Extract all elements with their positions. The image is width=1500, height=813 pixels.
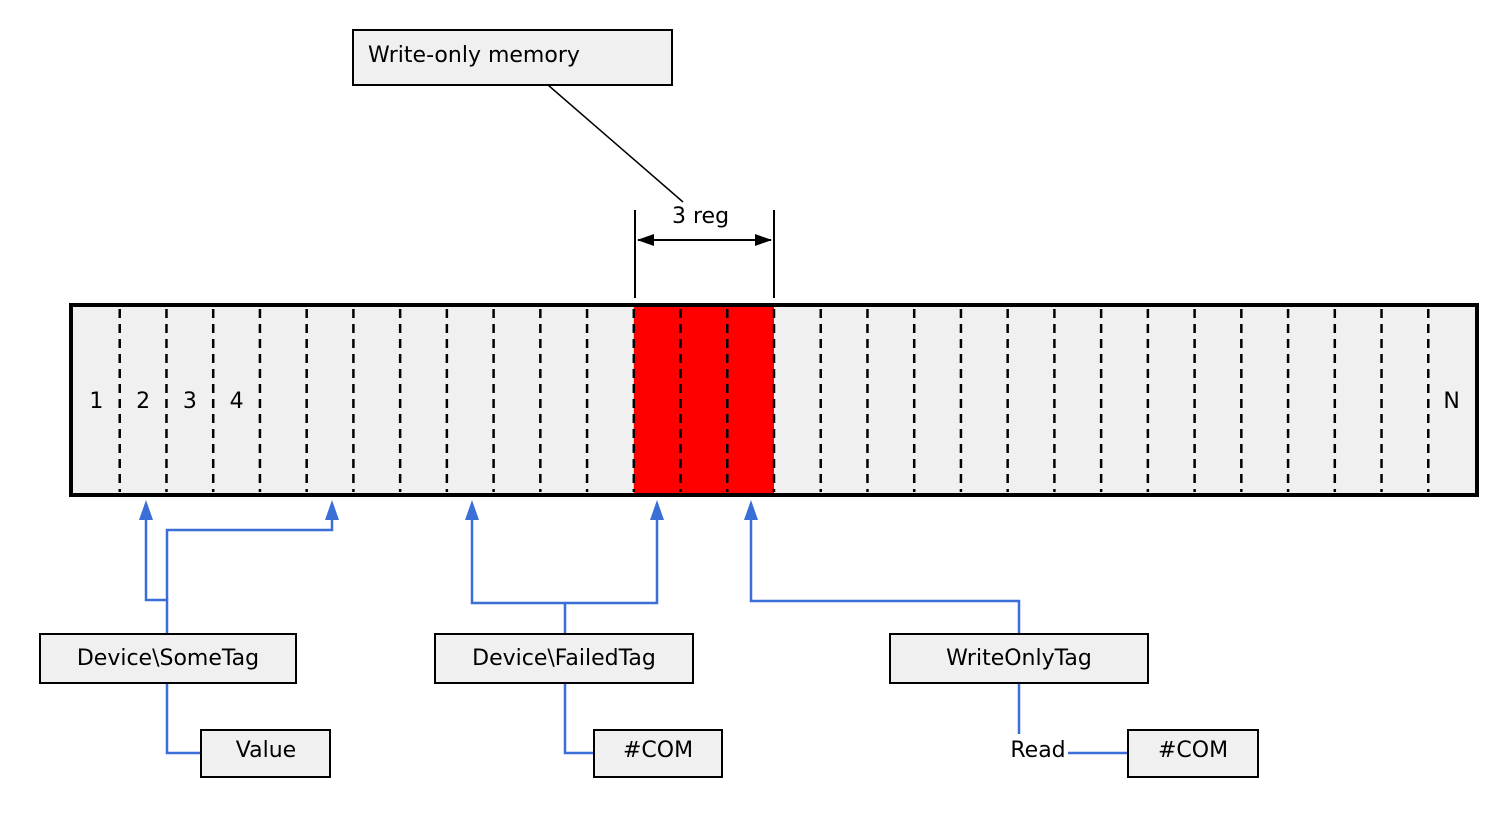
failedtag-arrow-1 (465, 500, 479, 520)
writeonlytag-action: Read (1010, 738, 1065, 763)
cell-label: 2 (136, 389, 150, 414)
dimension-arrow-right (755, 234, 772, 246)
writeonlytag-label: WriteOnlyTag (946, 646, 1092, 671)
failedtag-value: #COM (623, 738, 693, 763)
failedtag-label: Device\FailedTag (472, 646, 656, 671)
callout-label: Write-only memory (368, 43, 580, 68)
callout-leader-line (547, 84, 684, 203)
dimension-label: 3 reg (672, 204, 729, 229)
sometag-value-box (200, 729, 331, 778)
cell-label: 3 (183, 389, 197, 414)
failedtag-connector (465, 500, 664, 755)
writeonlytag-value: #COM (1158, 738, 1228, 763)
writeonlytag-value-box (1127, 729, 1259, 778)
sometag-arrow-1 (139, 500, 153, 520)
failedtag-box (434, 633, 694, 684)
failedtag-arrow-2 (650, 500, 664, 520)
writeonlytag-arrow (744, 500, 758, 520)
cell-label: N (1443, 389, 1459, 414)
sometag-box (39, 633, 297, 684)
callout-box (352, 29, 673, 86)
sometag-connector (139, 500, 339, 755)
memory-strip-border (69, 303, 1479, 497)
cell-labels: 1 2 3 4 N (89, 389, 1460, 414)
writeonlytag-connector (744, 500, 1128, 755)
cell-label: 1 (89, 389, 103, 414)
write-only-register-block (633, 305, 774, 495)
sometag-label: Device\SomeTag (77, 646, 259, 671)
cell-dividers (118, 309, 1430, 492)
cell-label: 4 (230, 389, 244, 414)
failedtag-value-box (593, 729, 723, 778)
dimension-arrow-left (637, 234, 654, 246)
writeonlytag-box (889, 633, 1149, 684)
sometag-arrow-2 (325, 500, 339, 520)
sometag-value: Value (236, 738, 296, 763)
